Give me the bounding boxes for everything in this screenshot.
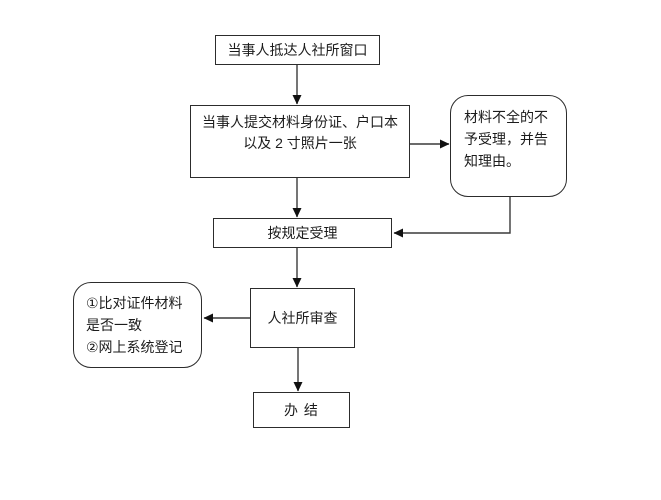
arrow-reject-to-accept [393,197,511,238]
node-reject-incomplete: 材料不全的不 予受理，并告 知理由。 [450,95,567,197]
node-bureau-review: 人社所审查 [250,288,355,348]
node-check-steps-line3: ②网上系统登记 [86,339,183,355]
node-reject-incomplete-line1: 材料不全的不 [464,109,548,125]
node-reject-incomplete-line2: 予受理，并告 [464,131,548,147]
node-accept-per-rules: 按规定受理 [213,218,392,248]
node-bureau-review-label: 人社所审查 [267,310,338,326]
node-check-steps-line2: 是否一致 [86,317,142,333]
node-complete: 办 结 [253,392,350,428]
node-reject-incomplete-line3: 知理由。 [464,153,520,169]
node-arrive-window-label: 当事人抵达人社所窗口 [227,42,368,58]
node-complete-label: 办 结 [284,402,319,418]
node-submit-materials-line1: 当事人提交材料身份证、户口本 [202,114,398,130]
node-submit-materials: 当事人提交材料身份证、户口本 以及 2 寸照片一张 [190,105,410,178]
node-submit-materials-line2: 以及 2 寸照片一张 [243,135,357,151]
node-arrive-window: 当事人抵达人社所窗口 [215,35,380,65]
node-accept-per-rules-label: 按规定受理 [267,225,338,241]
node-check-steps-line1: ①比对证件材料 [86,295,183,311]
node-check-steps: ①比对证件材料 是否一致 ②网上系统登记 [73,282,202,368]
